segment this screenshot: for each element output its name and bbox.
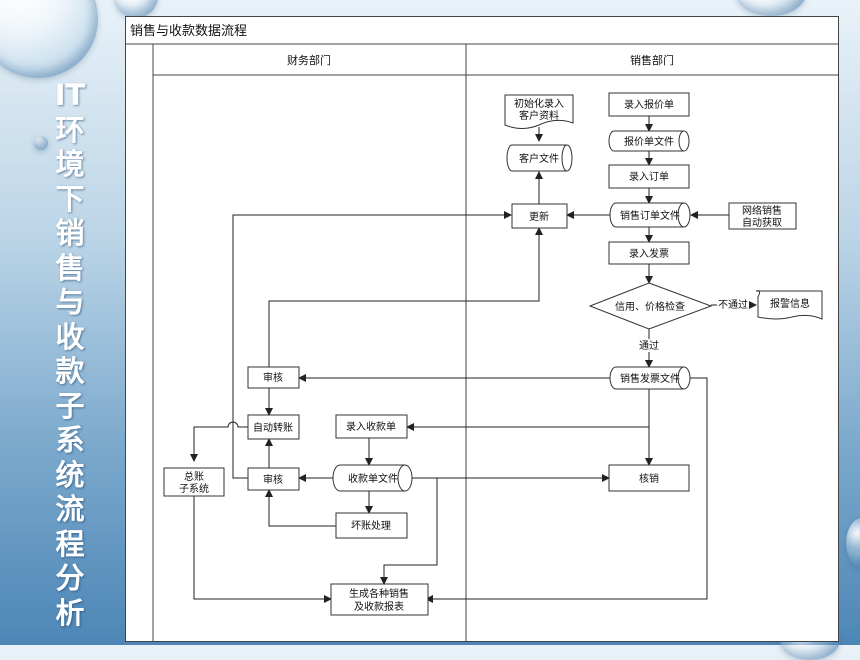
decor-bubble-right bbox=[846, 518, 860, 568]
writeoff-label: 核销 bbox=[639, 472, 659, 485]
slide-title-glyph: 子 bbox=[55, 388, 85, 423]
credit-check-decision bbox=[588, 282, 713, 330]
slide-title-glyph: 款 bbox=[55, 354, 85, 388]
decor-bubble-top-center bbox=[114, 0, 158, 18]
online-sales-label-1: 网络销售 bbox=[742, 204, 782, 217]
invoice-file-label: 销售发票文件 bbox=[620, 372, 680, 385]
gl-subsystem-box bbox=[163, 467, 225, 497]
enter-receipt-box bbox=[335, 414, 408, 439]
flowchart-diagram: 销售与收款数据流程 财务部门 销售部门 bbox=[126, 23, 838, 641]
slide-title-glyph: 分 bbox=[55, 561, 85, 595]
auto-transfer-label: 自动转账 bbox=[253, 421, 293, 434]
slide-title-glyph: 与 bbox=[55, 285, 85, 319]
enter-order-box bbox=[608, 164, 690, 189]
gl-label-2: 子系统 bbox=[179, 482, 209, 495]
slide-title-glyph: 环 bbox=[55, 112, 85, 147]
decor-bubble-top-right bbox=[736, 0, 806, 16]
online-sales-box bbox=[728, 202, 797, 230]
enter-receipt-label: 录入收款单 bbox=[346, 420, 396, 433]
init-customer-label-2: 客户资料 bbox=[519, 109, 559, 122]
gl-label-1: 总账 bbox=[184, 470, 204, 483]
bad-debt-box bbox=[335, 512, 408, 539]
pass-label: 通过 bbox=[639, 339, 659, 352]
decor-bubble-top-left bbox=[0, 0, 98, 78]
diagram-title: 销售与收款数据流程 bbox=[130, 23, 247, 39]
review-top-label: 审核 bbox=[263, 371, 283, 384]
init-customer-doc bbox=[504, 94, 574, 129]
reports-box bbox=[330, 583, 429, 616]
decor-bubble-small-left bbox=[34, 136, 48, 150]
quote-file-label: 报价单文件 bbox=[624, 135, 674, 148]
slide-title-glyph: 程 bbox=[55, 526, 85, 561]
enter-invoice-label: 录入发票 bbox=[629, 247, 669, 260]
review-bottom-box bbox=[247, 467, 300, 491]
slide-title-glyph: 销 bbox=[55, 216, 85, 250]
auto-transfer-box bbox=[247, 414, 300, 440]
alert-doc bbox=[755, 290, 823, 320]
alert-label: 报警信息 bbox=[770, 297, 810, 310]
writeoff-box bbox=[608, 464, 690, 492]
online-sales-label-2: 自动获取 bbox=[742, 216, 782, 229]
lane-sales-label: 销售部门 bbox=[630, 53, 674, 67]
slide-title-glyph: 统 bbox=[55, 457, 85, 492]
slide-title-glyph: 流 bbox=[55, 492, 85, 526]
review-top-box bbox=[247, 366, 300, 389]
customer-file-label: 客户文件 bbox=[519, 152, 559, 165]
slide-title-glyph: 下 bbox=[55, 181, 85, 216]
reports-label-1: 生成各种销售 bbox=[349, 587, 409, 600]
slide-title-glyph: 境 bbox=[55, 147, 85, 181]
enter-order-label: 录入订单 bbox=[629, 171, 669, 183]
order-file-label: 销售订单文件 bbox=[620, 209, 680, 222]
bad-debt-label: 坏账处理 bbox=[351, 520, 391, 532]
slide-title-glyph: 析 bbox=[55, 595, 85, 630]
enter-quote-box bbox=[608, 92, 690, 117]
fail-label: 不通过 bbox=[718, 298, 748, 311]
slide-title-glyph: IT bbox=[54, 78, 86, 112]
enter-quote-label: 录入报价单 bbox=[624, 98, 674, 111]
lane-finance-label: 财务部门 bbox=[287, 53, 331, 67]
enter-invoice-box bbox=[608, 241, 690, 265]
flowchart-panel: 销售与收款数据流程 财务部门 销售部门 bbox=[125, 16, 839, 642]
credit-check-label: 信用、价格检查 bbox=[615, 300, 685, 313]
receipt-file-label: 收款单文件 bbox=[348, 472, 398, 485]
review-bottom-label: 审核 bbox=[263, 473, 283, 486]
init-customer-label-1: 初始化录入 bbox=[514, 97, 564, 110]
update-box bbox=[511, 203, 568, 229]
slide-title-glyph: 收 bbox=[55, 319, 85, 354]
reports-label-2: 及收款报表 bbox=[354, 600, 404, 613]
update-label: 更新 bbox=[529, 210, 549, 223]
slide-title-glyph: 售 bbox=[55, 250, 85, 285]
slide-title-glyph: 系 bbox=[55, 423, 85, 457]
